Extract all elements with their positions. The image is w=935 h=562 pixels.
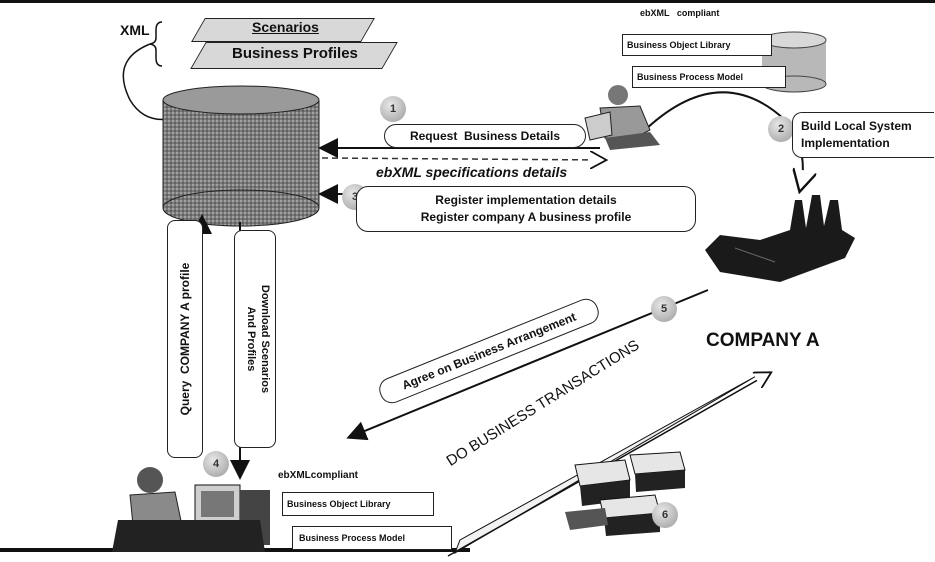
company-a-name: COMPANY A	[706, 330, 820, 351]
download-line-2: And Profiles	[245, 306, 257, 372]
agree-arrow	[346, 289, 709, 441]
build-line-2: Implementation	[801, 136, 890, 150]
company-a-process-box: Business Process Model	[632, 66, 786, 88]
step-5-marker: 5	[651, 296, 677, 322]
register-line-1: Register implementation details	[435, 193, 617, 207]
step-4-marker: 4	[203, 451, 229, 477]
spec-details-label: ebXML specifications details	[376, 164, 568, 180]
company-a-library-box: Business Object Library	[622, 34, 772, 56]
spec-arrow	[321, 158, 605, 160]
register-box: Register implementation details Register…	[356, 186, 696, 232]
build-box: Build Local System Implementation	[792, 112, 934, 158]
xml-label: XML	[120, 22, 150, 38]
xml-link-curve	[122, 43, 176, 121]
person-computer-icon	[112, 467, 270, 552]
profiles-label: Business Profiles	[232, 45, 358, 62]
company-b-process-box: Business Process Model	[292, 526, 452, 550]
xml-brace	[149, 21, 163, 67]
query-box: Query COMPANY A profile	[167, 220, 203, 458]
top-border	[0, 0, 935, 3]
company-b-library-box: Business Object Library	[282, 492, 434, 516]
register-line-2: Register company A business profile	[420, 210, 632, 224]
company-b-compliant-label: ebXMLcompliant	[278, 470, 359, 481]
build-arc	[644, 91, 803, 190]
build-line-1: Build Local System	[801, 119, 912, 133]
library-cylinder-icon	[761, 31, 827, 93]
step-2-marker: 2	[768, 116, 794, 142]
download-box: Download Scenarios And Profiles	[234, 230, 276, 448]
download-line-1: Download Scenarios	[259, 284, 271, 394]
step-1-marker: 1	[380, 96, 406, 122]
person-phone-icon	[584, 85, 660, 150]
boxes-icon	[565, 451, 686, 536]
step-6-marker: 6	[652, 502, 678, 528]
scenarios-label: Scenarios	[252, 19, 319, 35]
factory-icon	[705, 195, 855, 282]
registry-cylinder-icon	[162, 85, 320, 227]
company-a-compliant-label: ebXML compliant	[640, 8, 720, 18]
request-box: Request Business Details	[384, 124, 586, 148]
